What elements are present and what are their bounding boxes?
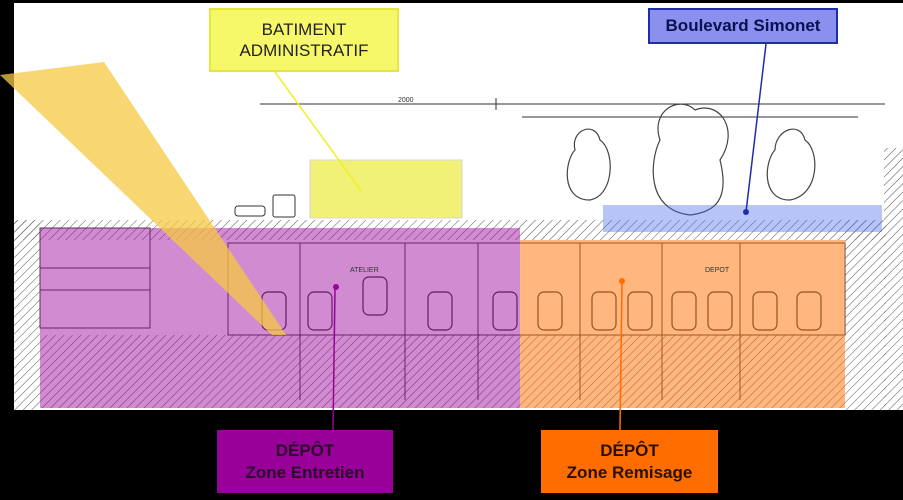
boulevard-label: Boulevard Simonet xyxy=(648,8,838,44)
zone-entretien-overlay xyxy=(40,228,520,408)
entretien-label-line2: Zone Entretien xyxy=(245,462,365,482)
hall-depot-label: DEPOT xyxy=(705,267,730,274)
zone-entretien-label: DÉPÔT Zone Entretien xyxy=(217,430,393,493)
entretien-label-line1: DÉPÔT xyxy=(275,441,335,461)
dimension-label: 2000 xyxy=(398,97,414,104)
zone-remisage-overlay xyxy=(520,240,845,408)
admin-label-line2: ADMINISTRATIF xyxy=(239,41,369,60)
left-wall xyxy=(14,220,40,410)
remisage-label-line2: Zone Remisage xyxy=(566,462,693,482)
trees xyxy=(566,103,816,216)
boulevard-label-text: Boulevard Simonet xyxy=(665,16,821,36)
hall-atelier-label: ATELIER xyxy=(350,267,379,274)
light-cone-overlay xyxy=(0,62,286,335)
zone-remisage-label: DÉPÔT Zone Remisage xyxy=(541,430,718,493)
right-wall xyxy=(845,220,886,410)
right-edge xyxy=(884,148,903,410)
leader-lines xyxy=(274,43,767,431)
dimension-lines xyxy=(260,98,885,118)
admin-building-overlay xyxy=(309,159,463,219)
admin-building-label: BATIMENT ADMINISTRATIF xyxy=(209,8,399,72)
admin-label-line1: BATIMENT xyxy=(261,19,347,39)
street-vehicles xyxy=(234,194,296,218)
ground-slab xyxy=(14,220,886,240)
boulevard-overlay xyxy=(603,205,882,232)
remisage-label-line1: DÉPÔT xyxy=(600,441,659,461)
